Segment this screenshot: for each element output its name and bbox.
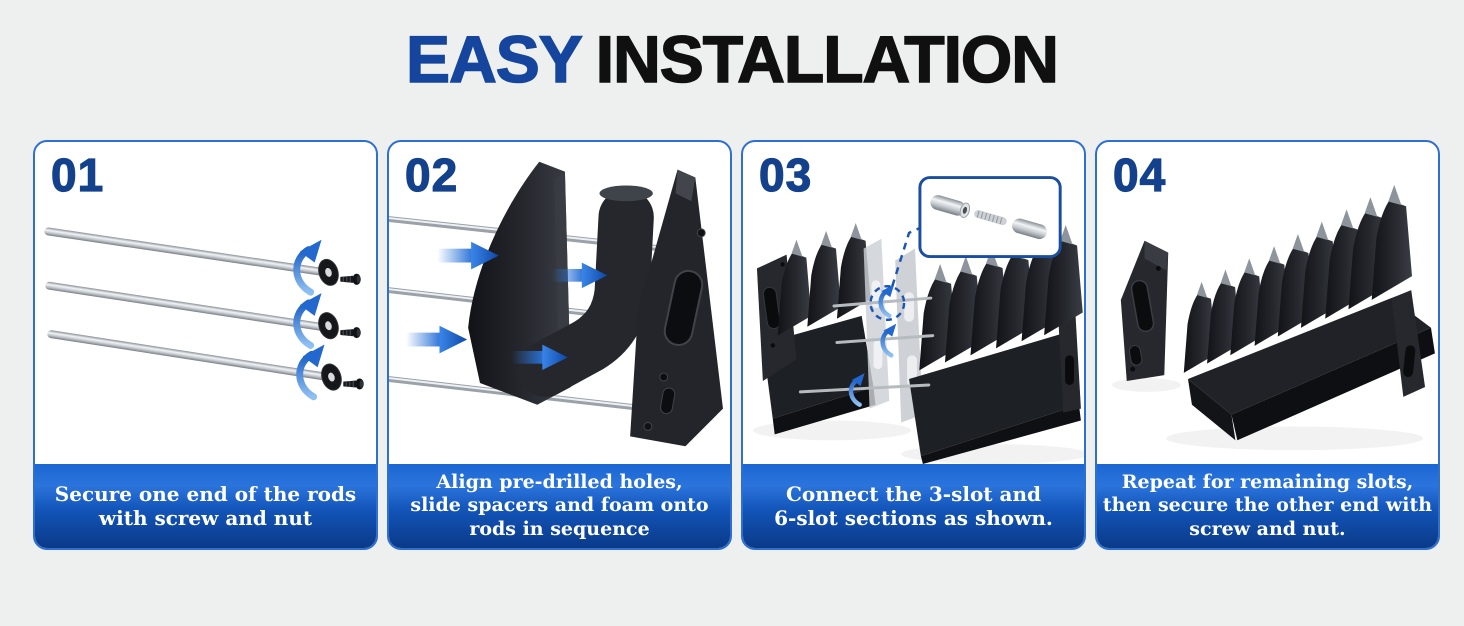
caption-line: Connect the 3-slot and: [785, 481, 1041, 506]
steps-row: 01 Secure one end of the rods with screw…: [0, 140, 1464, 550]
step2-illustration: 02: [389, 142, 730, 464]
step3-illustration: 03: [743, 142, 1084, 464]
step-card-01: 01 Secure one end of the rods with screw…: [33, 140, 378, 550]
connect-sections-image: [752, 176, 1084, 464]
step-card-02: 02: [387, 140, 732, 550]
dashed-highlight-circle: [869, 284, 906, 322]
caption-line: Repeat for remaining slots,: [1121, 471, 1414, 494]
step3-caption: Connect the 3-slot and 6-slot sections a…: [743, 464, 1084, 548]
caption-line: 6-slot sections as shown.: [774, 506, 1053, 530]
rod-coupler-detail: [930, 195, 1047, 240]
title-word-installation: INSTALLATION: [595, 22, 1060, 96]
caption-line: slide spacers and foam onto: [410, 494, 709, 517]
caption-line: with screw and nut: [98, 506, 313, 530]
rods-screws-nuts-image: [44, 227, 376, 464]
step3-number: 03: [758, 148, 813, 201]
assembled-rack-image: [1111, 184, 1435, 451]
caption-line: Secure one end of the rods: [54, 481, 357, 506]
step1-number: 01: [50, 148, 105, 201]
caption-line: rods in sequence: [469, 517, 650, 540]
six-slot-section: [909, 225, 1083, 464]
step4-caption: Repeat for remaining slots, then secure …: [1097, 464, 1438, 548]
easy-installation-infographic: { "title": { "word1": "EASY", "word2": "…: [0, 25, 1464, 626]
step-card-03: 03: [741, 140, 1086, 550]
step-card-04: 04: [1095, 140, 1440, 550]
step4-illustration: 04: [1097, 142, 1438, 464]
title-word-easy: EASY: [405, 22, 583, 96]
step2-number: 02: [404, 148, 459, 201]
spacer-foam-sliding-image: [389, 161, 723, 447]
step1-illustration: 01: [35, 142, 376, 464]
caption-line: then secure the other end with: [1102, 494, 1433, 517]
coupler-detail-box: [918, 176, 1062, 259]
caption-line: screw and nut.: [1189, 517, 1346, 540]
step2-caption: Align pre-drilled holes, slide spacers a…: [389, 464, 730, 548]
assembled-rack: [1183, 184, 1435, 441]
loose-end-plate: [1120, 240, 1169, 382]
step4-number: 04: [1112, 148, 1167, 201]
dashed-callout-line: [891, 226, 921, 287]
caption-line: Align pre-drilled holes,: [436, 471, 683, 494]
step1-caption: Secure one end of the rods with screw an…: [35, 464, 376, 548]
